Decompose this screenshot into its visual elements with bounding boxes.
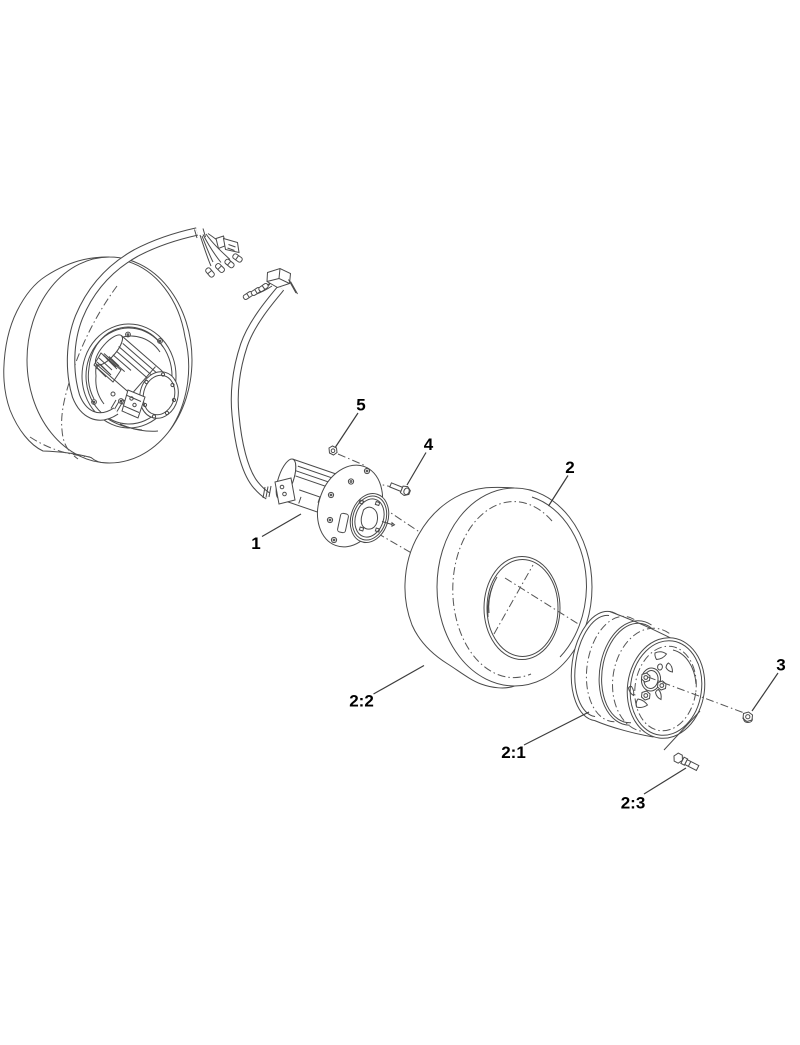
svg-text:2: 2 bbox=[565, 458, 574, 477]
svg-text:4: 4 bbox=[424, 435, 434, 454]
svg-text:2:2: 2:2 bbox=[349, 692, 374, 711]
svg-text:5: 5 bbox=[356, 396, 365, 415]
svg-text:2:3: 2:3 bbox=[621, 794, 646, 813]
svg-text:1: 1 bbox=[251, 534, 260, 553]
svg-text:3: 3 bbox=[776, 656, 785, 675]
svg-text:2:1: 2:1 bbox=[501, 743, 526, 762]
